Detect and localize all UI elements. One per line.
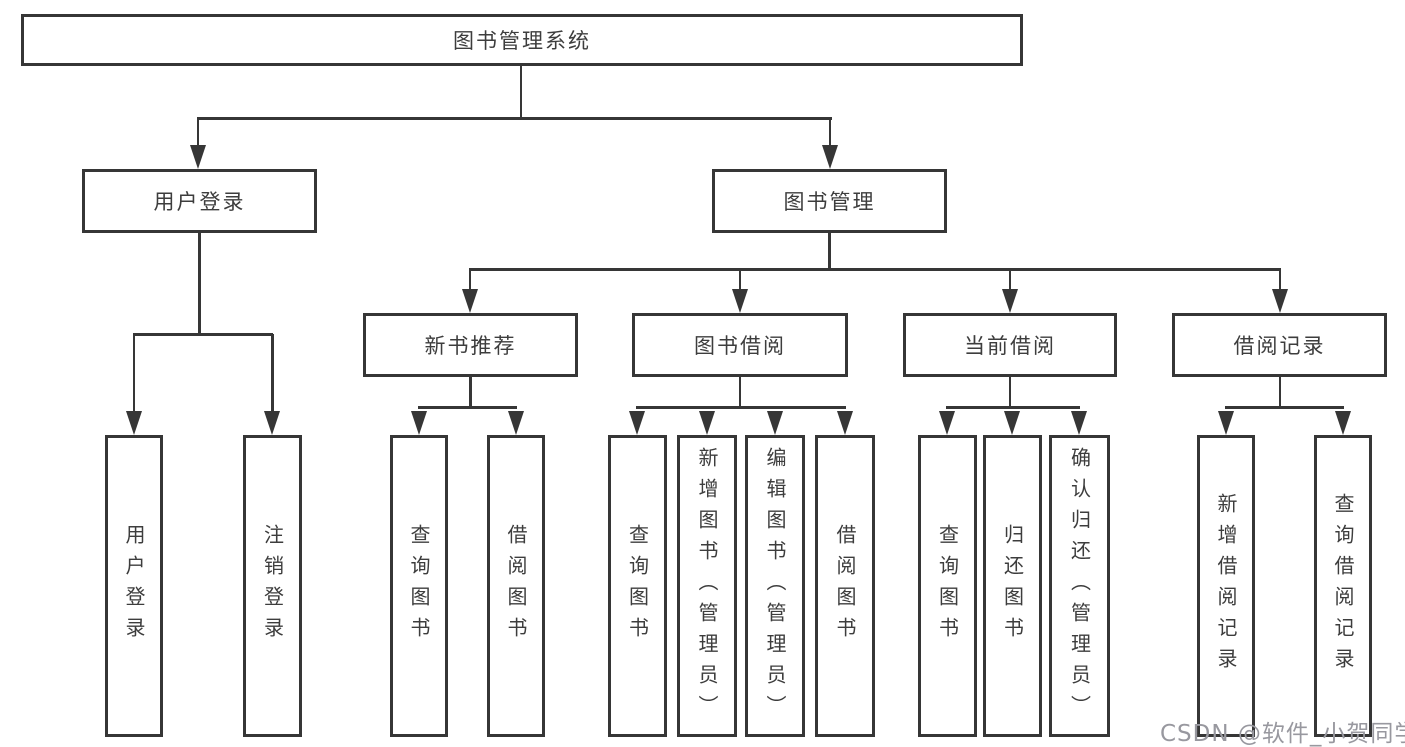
leaf-query-books-borrow: 查询图书 [608, 435, 667, 737]
leaf-logout: 注销登录 [243, 435, 302, 737]
arrow-down-icon [1272, 289, 1288, 313]
node-book-management: 图书管理 [712, 169, 947, 233]
connector-line [417, 406, 518, 409]
leaf-edit-book-admin: 编辑图书（管理员） [745, 435, 805, 737]
leaf-query-books-recommend: 查询图书 [390, 435, 448, 737]
node-library-system: 图书管理系统 [21, 14, 1023, 66]
connector-line [132, 334, 136, 413]
node-label: 新增图书（管理员） [695, 446, 719, 726]
node-label: 查询图书 [935, 524, 960, 648]
arrow-down-icon [126, 411, 142, 435]
arrow-down-icon [462, 289, 478, 313]
connector-line [132, 333, 274, 336]
connector-line [636, 406, 846, 409]
node-label: 当前借阅 [964, 334, 1056, 358]
arrow-down-icon [264, 411, 280, 435]
arrow-down-icon [1218, 411, 1234, 435]
node-label: 图书借阅 [694, 334, 786, 358]
connector-line [519, 64, 523, 119]
connector-line [1278, 377, 1282, 408]
connector-line [468, 268, 1282, 271]
node-label: 查询借阅记录 [1331, 493, 1355, 679]
arrow-down-icon [1071, 411, 1087, 435]
node-new-book-recommend: 新书推荐 [363, 313, 578, 377]
node-current-borrowing: 当前借阅 [903, 313, 1117, 377]
connector-line [198, 233, 201, 335]
arrow-down-icon [190, 145, 206, 169]
connector-line [738, 269, 742, 293]
connector-line [271, 334, 274, 413]
leaf-borrow-book-recommend: 借阅图书 [487, 435, 545, 737]
connector-line [196, 118, 200, 149]
node-label: 编辑图书（管理员） [763, 446, 787, 726]
node-label: 借阅记录 [1233, 334, 1326, 358]
arrow-down-icon [732, 289, 748, 313]
node-book-borrowing: 图书借阅 [632, 313, 848, 377]
arrow-down-icon [822, 145, 838, 169]
connector-line [468, 269, 472, 293]
node-user-login: 用户登录 [82, 169, 317, 233]
csdn-watermark: CSDN @软件_小贺同学 [1160, 721, 1405, 747]
arrow-down-icon [939, 411, 955, 435]
leaf-query-borrow-record: 查询借阅记录 [1314, 435, 1372, 737]
node-label: 用户登录 [153, 190, 246, 214]
arrow-down-icon [699, 411, 715, 435]
leaf-add-borrow-record: 新增借阅记录 [1197, 435, 1255, 737]
connector-line [828, 233, 831, 271]
connector-line [738, 377, 742, 408]
node-borrowing-records: 借阅记录 [1172, 313, 1387, 377]
node-label: 查询图书 [625, 524, 650, 648]
node-label: 借阅图书 [833, 524, 857, 648]
node-label: 查询图书 [407, 524, 431, 648]
node-label: 用户登录 [122, 524, 146, 648]
leaf-return-book: 归还图书 [983, 435, 1042, 737]
node-label: 确认归还（管理员） [1067, 446, 1092, 726]
node-label: 新书推荐 [424, 334, 517, 358]
arrow-down-icon [629, 411, 645, 435]
connector-line [1278, 269, 1282, 293]
connector-line [1008, 377, 1012, 408]
connector-line [469, 377, 472, 408]
arrow-down-icon [411, 411, 427, 435]
leaf-add-book-admin: 新增图书（管理员） [677, 435, 737, 737]
connector-line [1008, 269, 1012, 293]
leaf-borrow-book: 借阅图书 [815, 435, 875, 737]
node-label: 图书管理 [783, 190, 876, 214]
node-label: 归还图书 [1000, 524, 1025, 648]
node-label: 借阅图书 [504, 524, 528, 648]
arrow-down-icon [1002, 289, 1018, 313]
arrow-down-icon [837, 411, 853, 435]
connector-line [1224, 406, 1345, 409]
node-label: 新增借阅记录 [1214, 493, 1238, 679]
arrow-down-icon [508, 411, 524, 435]
arrow-down-icon [1335, 411, 1351, 435]
leaf-user-login: 用户登录 [105, 435, 163, 737]
connector-line [828, 118, 832, 149]
connector-line [196, 117, 832, 120]
node-label: 图书管理系统 [453, 29, 591, 53]
leaf-confirm-return-admin: 确认归还（管理员） [1049, 435, 1110, 737]
leaf-query-books-current: 查询图书 [918, 435, 977, 737]
node-label: 注销登录 [260, 524, 285, 648]
connector-line [945, 406, 1081, 409]
arrow-down-icon [767, 411, 783, 435]
arrow-down-icon [1004, 411, 1020, 435]
